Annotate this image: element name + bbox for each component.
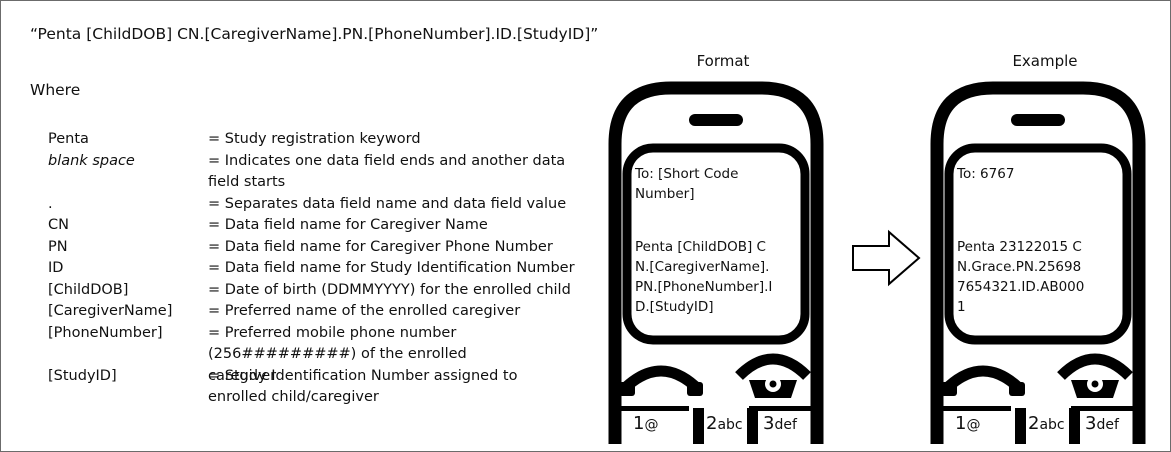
end-call-handset-icon	[735, 353, 811, 398]
phone-outline-icon	[930, 81, 1146, 444]
screen-message: Penta 23122015 CN.Grace.PN.256987654321.…	[957, 239, 1085, 315]
call-handset-icon	[941, 365, 1025, 396]
end-call-handset-icon	[1057, 353, 1133, 398]
definition-text: = Data field name for Study Identificati…	[208, 260, 575, 276]
definition-row: [CaregiverName] = Preferred name of the …	[48, 301, 608, 323]
definition-text: = Preferred mobile phone number (256####…	[208, 324, 467, 384]
example-phone: To: 6767 Penta 23122015 CN.Grace.PN.2569…	[923, 74, 1153, 444]
screen-recipient: To: 6767	[957, 166, 1015, 182]
definition-row: Penta = Study registration keyword	[48, 129, 608, 151]
message-format-string: “Penta [ChildDOB] CN.[CaregiverName].PN.…	[30, 25, 599, 43]
definition-term: ID	[48, 260, 64, 276]
definition-term: blank space	[48, 152, 135, 169]
definition-row: PN = Data field name for Caregiver Phone…	[48, 237, 608, 259]
definition-term: [ChildDOB]	[48, 281, 129, 298]
definition-row: . = Separates data field name and data f…	[48, 194, 608, 216]
definition-text: = Date of birth (DDMMYYYY) for the enrol…	[208, 281, 571, 298]
definition-text: = Data field name for Caregiver Phone Nu…	[208, 238, 553, 255]
format-phone-title: Format	[696, 52, 750, 70]
definition-row: [PhoneNumber] = Preferred mobile phone n…	[48, 323, 608, 384]
right-arrow-icon	[852, 229, 921, 287]
definition-term: .	[48, 195, 53, 212]
definition-row: blank space = Indicates one data field e…	[48, 151, 608, 194]
example-phone-title: Example	[1012, 52, 1078, 70]
screen-recipient: To: [Short Code Number]	[635, 166, 739, 202]
keypad-key-1: 1@	[955, 413, 981, 434]
where-label: Where	[30, 81, 81, 99]
definition-text: = Indicates one data field ends and anot…	[208, 152, 566, 191]
definition-row: [StudyID] = Study Identification Number …	[48, 366, 608, 409]
keypad-key-2: 2abc	[706, 413, 743, 434]
definition-text: = Separates data field name and data fie…	[208, 195, 567, 212]
definitions-list: Penta = Study registration keyword blank…	[48, 129, 608, 409]
phone-outline-icon	[608, 81, 824, 444]
definition-row: ID = Data field name for Study Identific…	[48, 258, 608, 280]
definition-text: = Data field name for Caregiver Name	[208, 217, 488, 233]
keypad-key-3: 3def	[1085, 413, 1119, 434]
definition-term: [CaregiverName]	[48, 303, 173, 319]
format-phone: To: [Short Code Number] Penta [ChildDOB]…	[601, 74, 831, 444]
definition-term: Penta	[48, 131, 89, 147]
definition-text: = Study Identification Number assigned t…	[208, 367, 518, 406]
definition-text: = Preferred name of the enrolled caregiv…	[208, 303, 521, 319]
definition-row: CN = Data field name for Caregiver Name	[48, 215, 608, 237]
keypad-key-3: 3def	[763, 413, 797, 434]
screen-message: Penta [ChildDOB] CN.[CaregiverName].PN.[…	[635, 239, 773, 315]
definition-term: PN	[48, 238, 68, 255]
definition-row: [ChildDOB] = Date of birth (DDMMYYYY) fo…	[48, 280, 608, 302]
definition-text: = Study registration keyword	[208, 131, 421, 147]
definition-term: CN	[48, 217, 69, 233]
keypad-key-2: 2abc	[1028, 413, 1065, 434]
definition-term: [PhoneNumber]	[48, 324, 163, 341]
definition-term: [StudyID]	[48, 367, 117, 384]
call-handset-icon	[619, 365, 703, 396]
keypad-key-1: 1@	[633, 413, 659, 434]
